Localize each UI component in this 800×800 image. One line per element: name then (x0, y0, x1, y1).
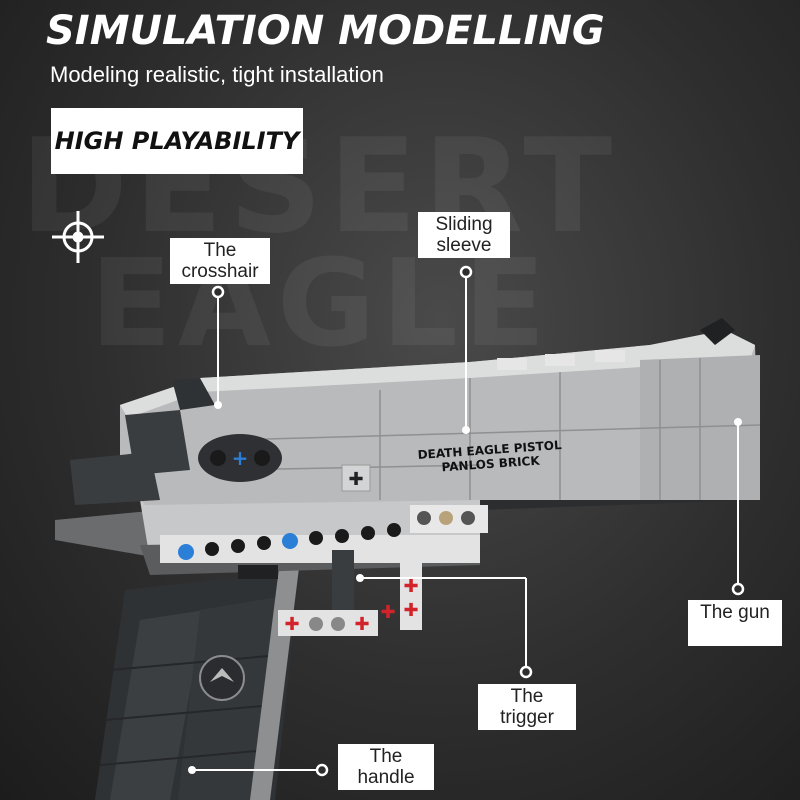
callout-dots (188, 401, 742, 774)
crosshair-icon (52, 211, 104, 263)
svg-text:✚: ✚ (354, 614, 369, 635)
callout-rings (211, 265, 745, 777)
callout-crosshair: The crosshair (170, 238, 270, 284)
pin-holes-row (160, 505, 488, 563)
headline: SIMULATION MODELLING (46, 8, 605, 54)
svg-text:✚: ✚ (403, 576, 418, 597)
callout-lines (192, 276, 739, 771)
svg-text:✚: ✚ (284, 614, 299, 635)
gun-slide (70, 318, 761, 505)
callout-trigger: The trigger (478, 684, 576, 730)
high-playability-badge: HIGH PLAYABILITY (51, 108, 303, 174)
svg-text:✚: ✚ (348, 469, 363, 490)
svg-text:✚: ✚ (403, 600, 418, 621)
svg-text:+: + (232, 446, 249, 470)
callout-sliding-sleeve: Sliding sleeve (418, 212, 510, 258)
callout-gun: The gun (688, 600, 782, 646)
subheadline: Modeling realistic, tight installation (50, 62, 384, 87)
background-word-eagle: EAGLE (90, 235, 552, 374)
svg-text:✚: ✚ (380, 602, 395, 623)
trigger-mechanism: ✚ ✚ ✚ ✚ ✚ (238, 540, 422, 636)
callout-handle: The handle (338, 744, 434, 790)
side-technic-piece: + (198, 434, 282, 482)
